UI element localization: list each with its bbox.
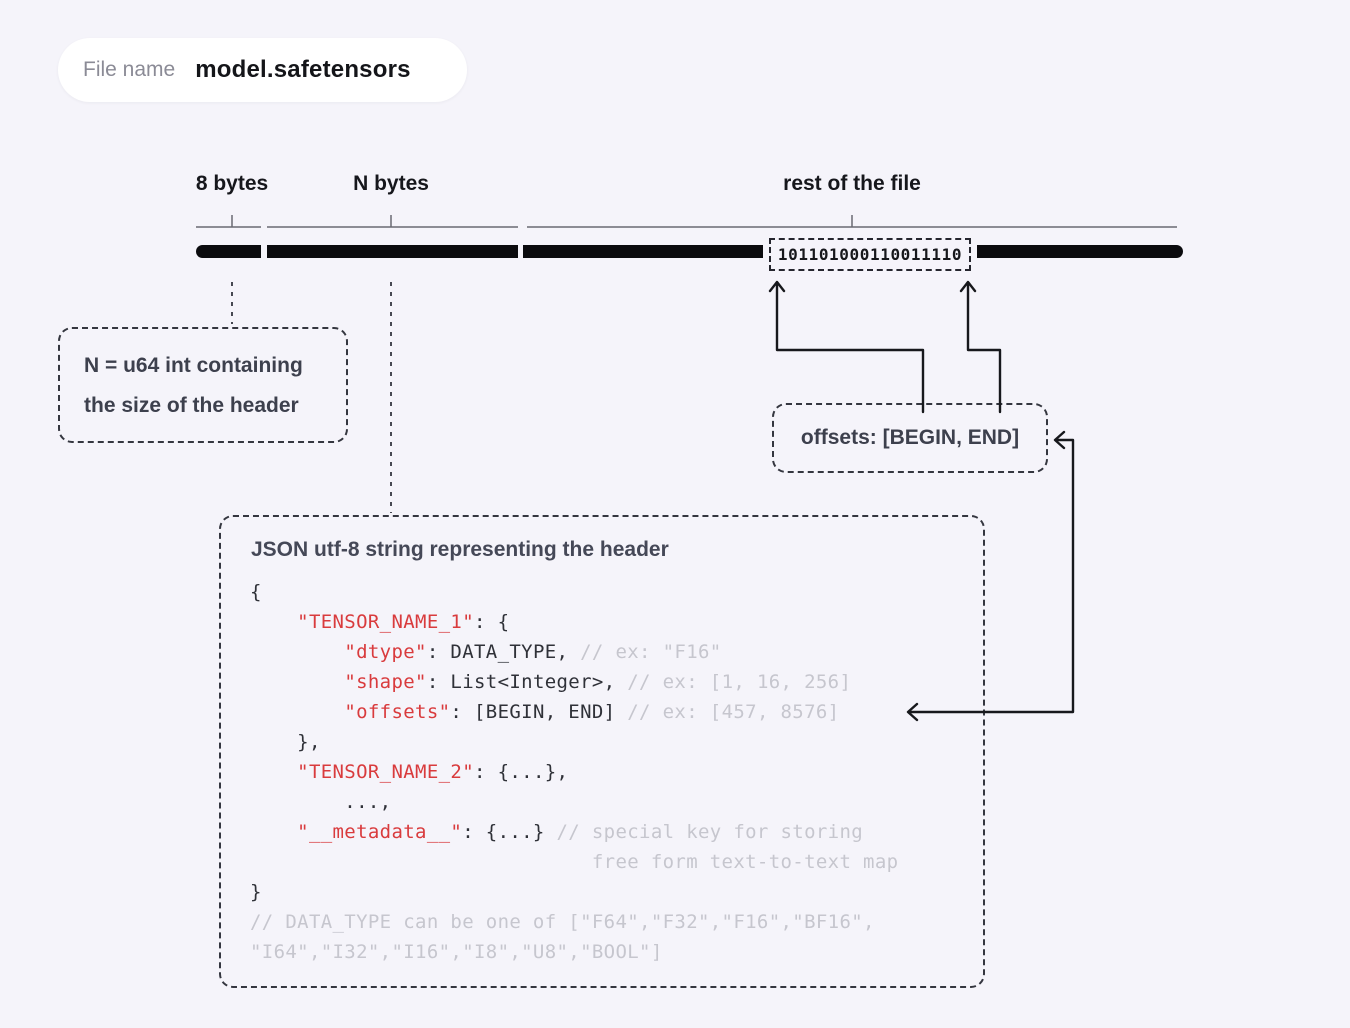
bar-n-bytes (267, 245, 518, 258)
bar-rest-left (523, 245, 763, 258)
code-line: } (250, 881, 262, 903)
bracket-n-bytes (267, 215, 518, 228)
code-line: free form text-to-text map (250, 851, 899, 873)
code-line: // DATA_TYPE can be one of ["F64","F32",… (250, 911, 875, 933)
measure-brackets (196, 215, 1177, 228)
code-line: "I64","I32","I16","I8","U8","BOOL"] (250, 941, 663, 963)
header-size-callout: N = u64 int containing the size of the h… (58, 327, 348, 443)
segment-label-8-bytes: 8 bytes (195, 172, 269, 195)
code-line: "TENSOR_NAME_1": { (297, 611, 510, 633)
code-line: }, (250, 731, 321, 753)
bar-rest-right (977, 245, 1183, 258)
code-line: "TENSOR_NAME_2": {...}, (297, 761, 569, 783)
code-line: "dtype": DATA_TYPE, // ex: "F16" (344, 641, 722, 663)
file-name-value: model.safetensors (195, 56, 411, 83)
segment-label-n-bytes: N bytes (353, 172, 429, 195)
file-name-pill: File name model.safetensors (58, 38, 467, 102)
header-size-line-1: N = u64 int containing (84, 354, 303, 377)
header-size-line-2: the size of the header (84, 394, 299, 417)
offsets-callout: offsets: [BEGIN, END] (772, 403, 1048, 473)
bracket-rest-of-file (527, 215, 1177, 228)
bracket-8-bytes (196, 215, 261, 228)
offsets-callout-label: offsets: [BEGIN, END] (800, 426, 1020, 449)
bar-8-bytes (196, 245, 261, 258)
code-line: { (250, 581, 262, 603)
arrow-end-offset (959, 280, 1002, 414)
code-line: "shape": List<Integer>, // ex: [1, 16, 2… (344, 671, 852, 693)
arrow-begin-offset (768, 280, 925, 414)
header-json-box: JSON utf-8 string representing the heade… (219, 515, 985, 988)
code-line: "offsets": [BEGIN, END] // ex: [457, 857… (344, 701, 840, 723)
binary-bits-text: 101101000110011110 (777, 245, 963, 264)
header-json-title: JSON utf-8 string representing the heade… (251, 538, 669, 561)
code-line: "__metadata__": {...} // special key for… (297, 821, 864, 843)
code-line: ..., (250, 791, 392, 813)
segment-label-rest-of-file: rest of the file (783, 172, 921, 195)
file-name-label: File name (83, 58, 176, 81)
tensor-bytes-binary-box: 101101000110011110 (769, 238, 971, 271)
header-json-code: { "TENSOR_NAME_1": { "dtype": DATA_TYPE,… (250, 577, 898, 967)
